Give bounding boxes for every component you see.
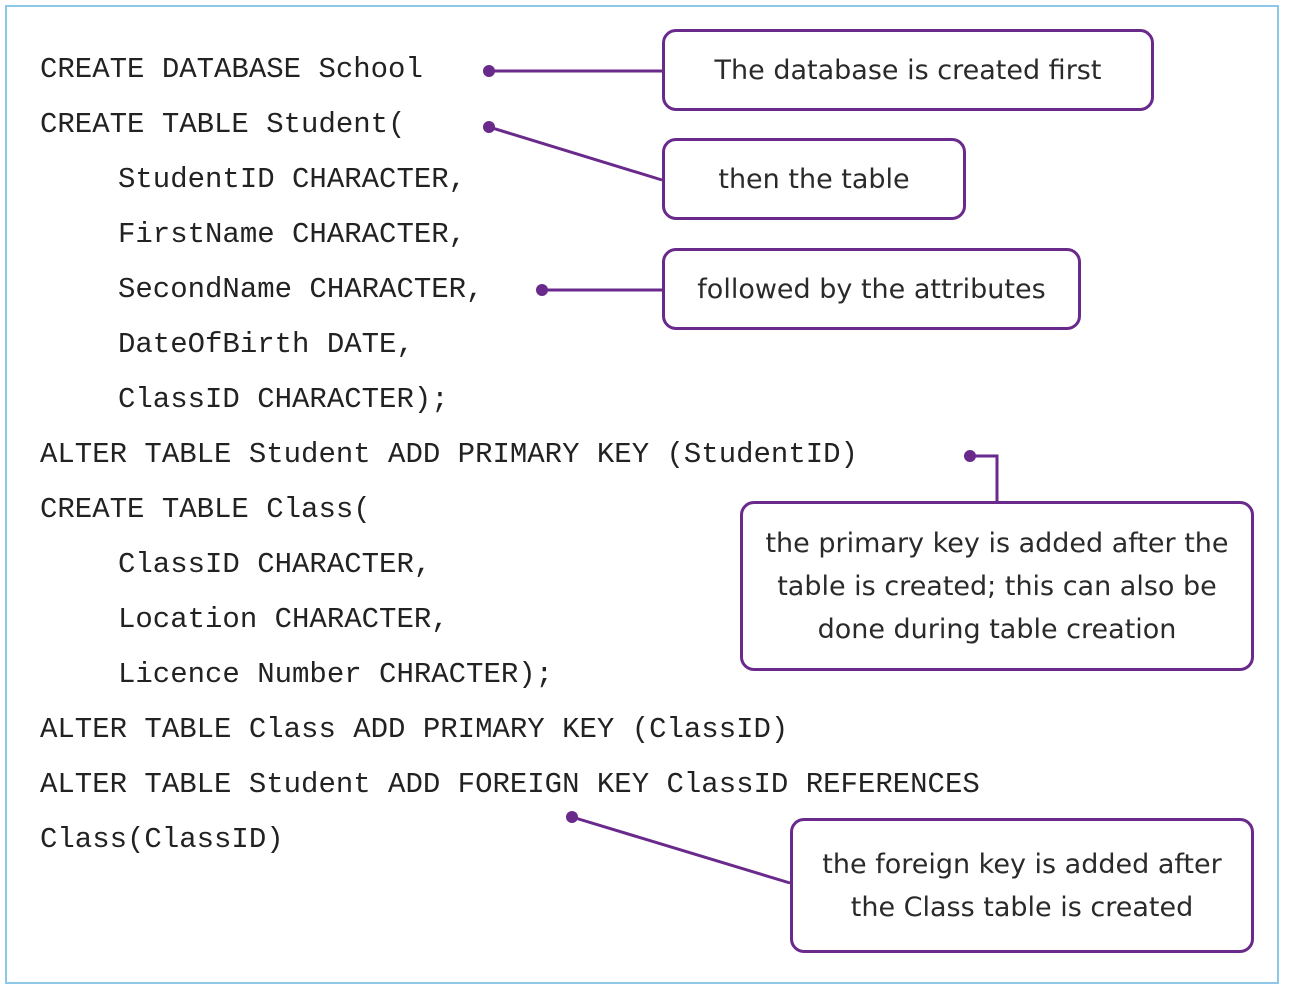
callout-attributes: followed by the attributes (662, 248, 1081, 330)
code-line: Class(ClassID) (40, 823, 284, 856)
anchor-dot-attributes (536, 284, 548, 296)
code-line: CREATE TABLE Class( (40, 493, 371, 526)
code-line: ALTER TABLE Student ADD PRIMARY KEY (Stu… (40, 438, 858, 471)
code-line: SecondName CHARACTER, (118, 273, 484, 306)
diagram-frame (5, 5, 1279, 984)
anchor-dot-database (483, 65, 495, 77)
code-line: ALTER TABLE Student ADD FOREIGN KEY Clas… (40, 768, 980, 801)
connector-foreign-key (571, 815, 791, 885)
code-line: CREATE DATABASE School (40, 53, 423, 86)
code-line: StudentID CHARACTER, (118, 163, 467, 196)
connector-table (488, 125, 663, 182)
anchor-dot-foreign-key (566, 811, 578, 823)
connector-primary-key (970, 454, 999, 501)
code-line: Location CHARACTER, (118, 603, 449, 636)
callout-foreign-key: the foreign key is added after the Class… (790, 818, 1254, 953)
code-line: FirstName CHARACTER, (118, 218, 467, 251)
callout-primary-key: the primary key is added after the table… (740, 501, 1254, 671)
code-line: ClassID CHARACTER); (118, 383, 449, 416)
anchor-dot-primary-key (964, 450, 976, 462)
code-line: DateOfBirth DATE, (118, 328, 414, 361)
code-line: CREATE TABLE Student( (40, 108, 406, 141)
code-line: ALTER TABLE Class ADD PRIMARY KEY (Class… (40, 713, 789, 746)
code-line: Licence Number CHRACTER); (118, 658, 554, 691)
code-line: ClassID CHARACTER, (118, 548, 432, 581)
callout-table: then the table (662, 138, 966, 220)
anchor-dot-table (483, 121, 495, 133)
callout-database: The database is created first (662, 29, 1154, 111)
